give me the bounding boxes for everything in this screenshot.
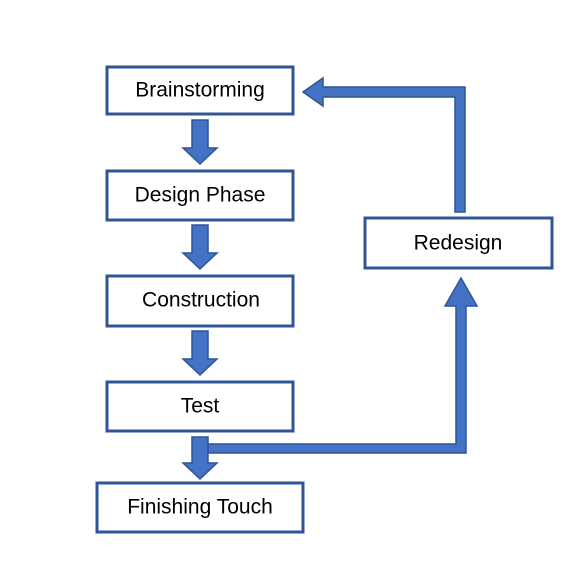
node-redesign: Redesign <box>363 216 554 270</box>
node-brainstorming: Brainstorming <box>105 65 295 116</box>
arrow-test-to-finishing <box>181 436 219 481</box>
node-test-label: Test <box>181 395 220 418</box>
node-finishing-touch: Finishing Touch <box>95 481 305 534</box>
node-design-phase: Design Phase <box>105 169 295 222</box>
arrow-test-to-redesign <box>207 276 479 454</box>
arrow-brainstorming-to-design <box>181 119 219 166</box>
node-redesign-label: Redesign <box>414 232 503 255</box>
node-design-phase-label: Design Phase <box>135 184 266 207</box>
arrow-redesign-to-brainstorming <box>301 76 466 213</box>
node-construction-label: Construction <box>142 289 260 312</box>
node-brainstorming-label: Brainstorming <box>135 79 265 102</box>
node-construction: Construction <box>105 274 295 328</box>
arrow-design-to-construction <box>181 224 219 271</box>
node-finishing-touch-label: Finishing Touch <box>127 496 273 519</box>
arrow-construction-to-test <box>181 330 219 377</box>
node-test: Test <box>105 380 295 433</box>
